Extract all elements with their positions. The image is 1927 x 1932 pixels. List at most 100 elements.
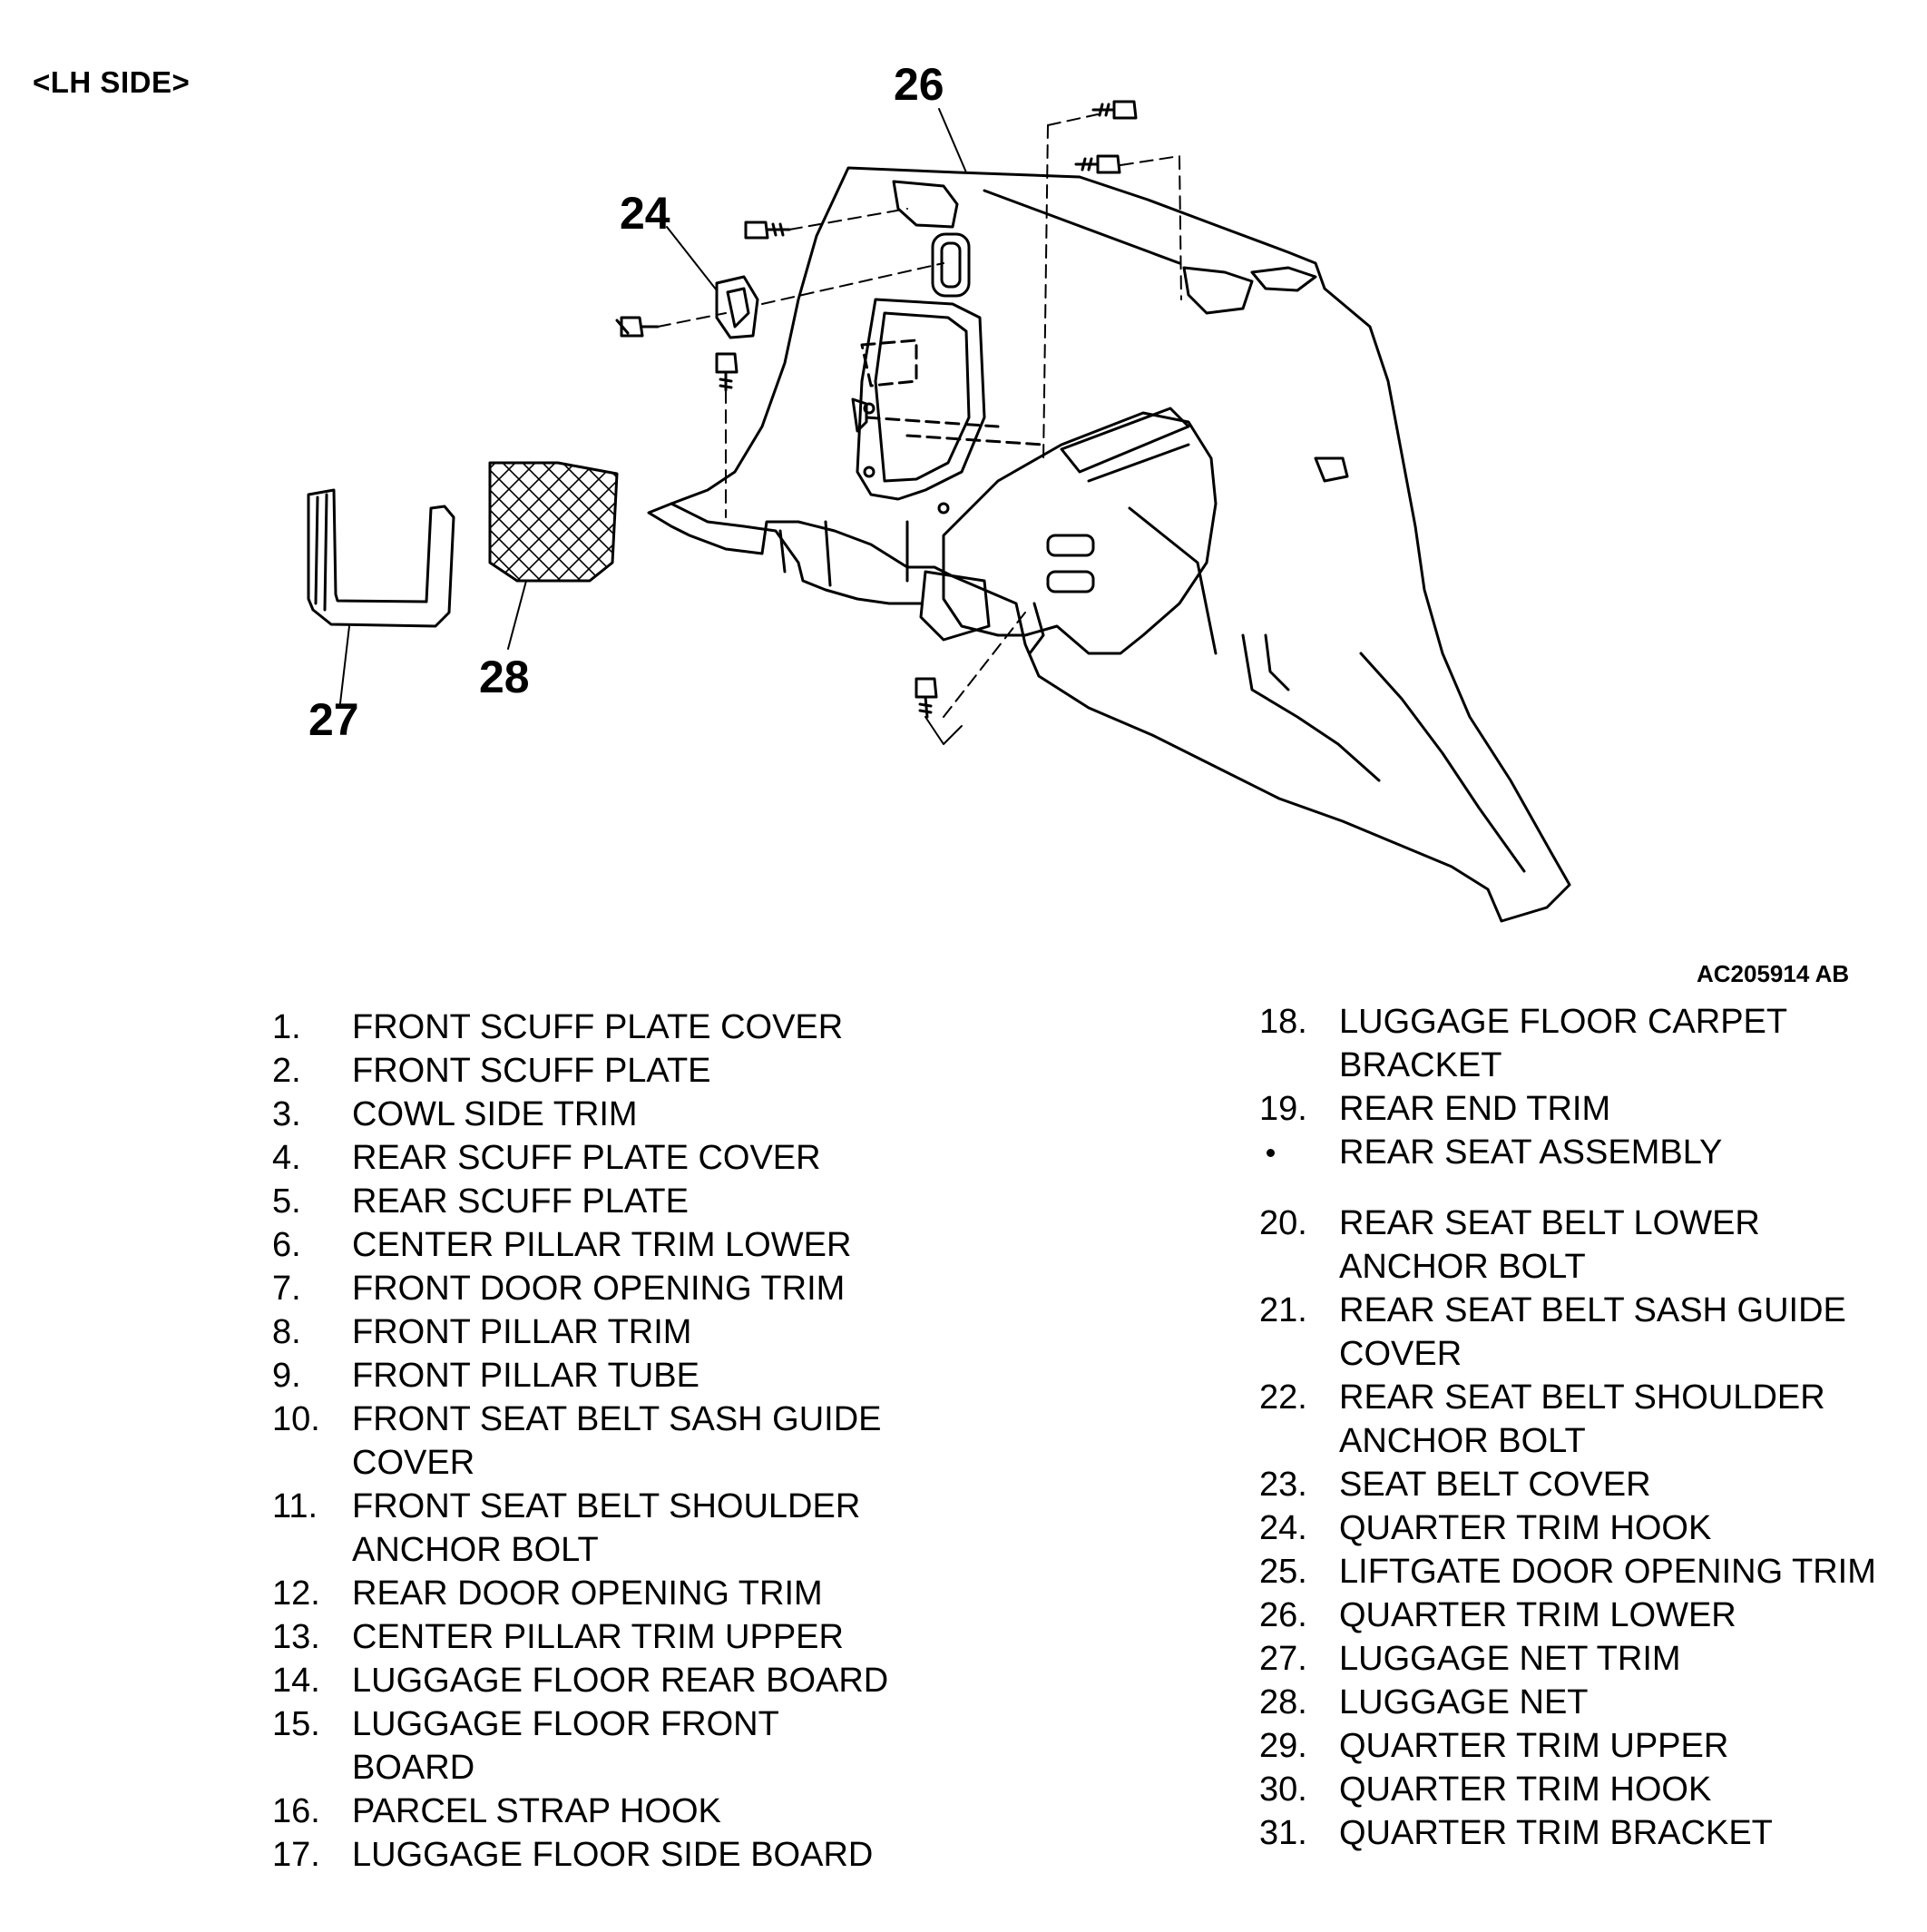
part-number: 14. bbox=[272, 1662, 320, 1700]
luggage-net bbox=[488, 461, 619, 583]
part-number: 8. bbox=[272, 1313, 301, 1351]
part-item: 8. FRONT PILLAR TRIM bbox=[272, 1310, 980, 1354]
quarter-trim-hook bbox=[715, 275, 759, 339]
part-item: 15. LUGGAGE FLOOR FRONT BOARD bbox=[272, 1702, 980, 1790]
part-item: 9. FRONT PILLAR TUBE bbox=[272, 1354, 980, 1398]
part-number: 26. bbox=[1259, 1596, 1307, 1634]
part-item: 1.FRONT SCUFF PLATE COVER bbox=[272, 1005, 980, 1049]
part-item: 7.FRONT DOOR OPENING TRIM bbox=[272, 1267, 980, 1310]
screw-fasteners bbox=[615, 100, 1138, 719]
part-name: REAR SCUFF PLATE COVER bbox=[352, 1139, 821, 1177]
part-item: 3.COWL SIDE TRIM bbox=[272, 1093, 980, 1136]
part-number: 15. bbox=[272, 1705, 320, 1743]
part-number: 20. bbox=[1259, 1204, 1307, 1242]
part-item: 20. REAR SEAT BELT LOWER ANCHOR BOLT bbox=[1259, 1201, 1922, 1289]
part-name-continued: COVER bbox=[1339, 1335, 1462, 1373]
part-name-continued: COVER bbox=[352, 1444, 475, 1482]
part-item: 25. LIFTGATE DOOR OPENING TRIM bbox=[1259, 1550, 1922, 1594]
quarter-trim-lower-panel bbox=[647, 166, 1571, 923]
callout-27: 27 bbox=[308, 694, 359, 745]
part-item: 18. LUGGAGE FLOOR CARPET BRACKET bbox=[1259, 1000, 1922, 1087]
part-item: 16.PARCEL STRAP HOOK bbox=[272, 1790, 980, 1833]
part-name: FRONT PILLAR TUBE bbox=[352, 1357, 699, 1395]
part-name: LUGGAGE FLOOR CARPET bbox=[1339, 1003, 1788, 1041]
part-number: 11. bbox=[272, 1487, 318, 1525]
part-number: 16. bbox=[272, 1792, 320, 1830]
part-name: REAR SEAT BELT LOWER bbox=[1339, 1204, 1760, 1242]
part-number: 3. bbox=[272, 1095, 301, 1133]
part-item: 4. REAR SCUFF PLATE COVER bbox=[272, 1136, 980, 1180]
part-name: QUARTER TRIM LOWER bbox=[1339, 1596, 1736, 1634]
part-name: SEAT BELT COVER bbox=[1339, 1466, 1651, 1504]
part-item: 31. QUARTER TRIM BRACKET bbox=[1259, 1811, 1922, 1855]
part-number: 10. bbox=[272, 1400, 320, 1438]
part-item: 13. CENTER PILLAR TRIM UPPER bbox=[272, 1615, 980, 1659]
part-item: 5. REAR SCUFF PLATE bbox=[272, 1180, 980, 1223]
part-item: 6.CENTER PILLAR TRIM LOWER bbox=[272, 1223, 980, 1267]
part-number: 4. bbox=[272, 1139, 301, 1177]
part-name: FRONT SEAT BELT SHOULDER bbox=[352, 1487, 861, 1525]
part-item: 11. FRONT SEAT BELT SHOULDER ANCHOR BOLT bbox=[272, 1485, 980, 1572]
part-number: 18. bbox=[1259, 1003, 1307, 1041]
part-number: 25. bbox=[1259, 1553, 1307, 1591]
part-number: 19. bbox=[1259, 1090, 1307, 1128]
part-item: 21. REAR SEAT BELT SASH GUIDE COVER bbox=[1259, 1289, 1922, 1376]
part-name: REAR SCUFF PLATE bbox=[352, 1182, 689, 1221]
part-name: QUARTER TRIM HOOK bbox=[1339, 1509, 1712, 1547]
part-name-continued: ANCHOR BOLT bbox=[1339, 1248, 1586, 1286]
figure-code: AC205914 AB bbox=[1697, 960, 1850, 987]
part-name: REAR SEAT BELT SASH GUIDE bbox=[1339, 1291, 1846, 1329]
callout-leaders bbox=[339, 108, 967, 704]
part-number: 5. bbox=[272, 1182, 301, 1221]
side-label: <LH SIDE> bbox=[33, 65, 191, 99]
part-name: REAR END TRIM bbox=[1339, 1090, 1611, 1128]
part-item: 17. LUGGAGE FLOOR SIDE BOARD bbox=[272, 1833, 980, 1877]
part-number: 13. bbox=[272, 1618, 320, 1656]
part-name: LUGGAGE FLOOR REAR BOARD bbox=[352, 1662, 889, 1700]
part-name: LIFTGATE DOOR OPENING TRIM bbox=[1339, 1553, 1876, 1591]
part-name-continued: ANCHOR BOLT bbox=[1339, 1422, 1586, 1460]
bullet-icon bbox=[1267, 1149, 1275, 1157]
luggage-net-trim bbox=[307, 488, 455, 628]
part-number: 7. bbox=[272, 1270, 301, 1308]
part-number: 31. bbox=[1259, 1814, 1307, 1852]
part-number: 22. bbox=[1259, 1378, 1307, 1417]
part-item: 23.SEAT BELT COVER bbox=[1259, 1463, 1922, 1506]
part-name: LUGGAGE FLOOR SIDE BOARD bbox=[352, 1836, 874, 1874]
part-number: 30. bbox=[1259, 1770, 1307, 1809]
part-number: 12. bbox=[272, 1574, 320, 1613]
part-number: 17. bbox=[272, 1836, 320, 1874]
part-item: 29.QUARTER TRIM UPPER bbox=[1259, 1724, 1922, 1768]
part-name: REAR DOOR OPENING TRIM bbox=[352, 1574, 823, 1613]
part-item: 14. LUGGAGE FLOOR REAR BOARD bbox=[272, 1659, 980, 1702]
part-number: 28. bbox=[1259, 1683, 1307, 1721]
part-name: LUGGAGE FLOOR FRONT bbox=[352, 1705, 779, 1743]
part-item: 28. LUGGAGE NET bbox=[1259, 1681, 1922, 1724]
callout-28: 28 bbox=[479, 652, 530, 702]
part-name: QUARTER TRIM BRACKET bbox=[1339, 1814, 1773, 1852]
part-name: LUGGAGE NET TRIM bbox=[1339, 1640, 1681, 1678]
part-name-continued: ANCHOR BOLT bbox=[352, 1531, 599, 1569]
part-name: FRONT PILLAR TRIM bbox=[352, 1313, 692, 1351]
part-name-continued: BRACKET bbox=[1339, 1046, 1502, 1084]
part-number: 27. bbox=[1259, 1640, 1307, 1678]
part-name: LUGGAGE NET bbox=[1339, 1683, 1589, 1721]
part-name: FRONT SCUFF PLATE COVER bbox=[352, 1008, 844, 1046]
part-name: CENTER PILLAR TRIM UPPER bbox=[352, 1618, 844, 1656]
part-item: 24. QUARTER TRIM HOOK bbox=[1259, 1506, 1922, 1550]
part-name: FRONT SEAT BELT SASH GUIDE bbox=[352, 1400, 882, 1438]
part-item: 10. FRONT SEAT BELT SASH GUIDE COVER bbox=[272, 1398, 980, 1485]
part-item: 12. REAR DOOR OPENING TRIM bbox=[272, 1572, 980, 1615]
part-number: 24. bbox=[1259, 1509, 1307, 1547]
parts-list-right: 18. LUGGAGE FLOOR CARPET BRACKET 19. REAR EN… bbox=[1259, 1000, 1922, 1855]
part-number: 9. bbox=[272, 1357, 301, 1395]
part-name-continued: BOARD bbox=[352, 1749, 475, 1787]
part-name: REAR SEAT BELT SHOULDER bbox=[1339, 1378, 1825, 1417]
callout-26: 26 bbox=[894, 59, 944, 110]
dashed-leader-lines bbox=[657, 113, 1182, 718]
part-number: 29. bbox=[1259, 1727, 1307, 1765]
part-name: QUARTER TRIM HOOK bbox=[1339, 1770, 1712, 1809]
part-number: 21. bbox=[1259, 1291, 1307, 1329]
callout-24: 24 bbox=[620, 188, 670, 239]
